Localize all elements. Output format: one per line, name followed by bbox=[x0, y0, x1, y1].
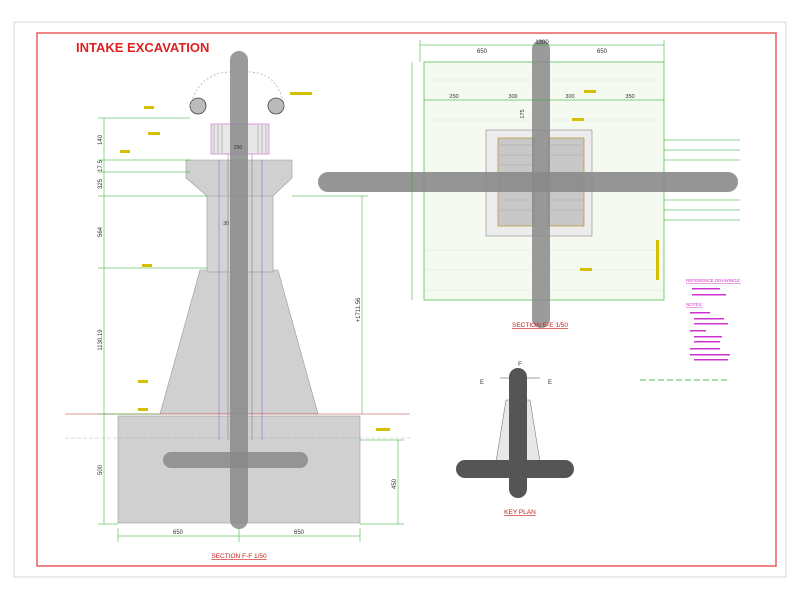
swing-arc bbox=[243, 71, 285, 107]
ee-callouts bbox=[572, 90, 659, 280]
pulley-left bbox=[189, 97, 207, 115]
dim-bottom-right: 650 bbox=[294, 530, 305, 536]
ee-dim-half-left: 650 bbox=[477, 49, 488, 55]
ee-dim-vertical: 175 bbox=[520, 109, 526, 118]
section-ff-label: SECTION F-F 1/50 bbox=[211, 553, 267, 560]
dim-left-4: 564 bbox=[98, 226, 104, 237]
dim-top-1: 250 bbox=[234, 145, 243, 151]
key-plan-vertical bbox=[509, 368, 527, 498]
reference-drawings-title: REFERENCE DRAWINGS: bbox=[686, 278, 741, 283]
ee-dim-lines bbox=[411, 40, 665, 300]
dim-bottom-left: 650 bbox=[173, 530, 184, 536]
ee-dim-mid-4: 350 bbox=[625, 94, 634, 100]
dim-left-3: 325 bbox=[98, 178, 104, 189]
key-plan-marker-right: E bbox=[548, 380, 552, 386]
key-plan-horizontal bbox=[456, 460, 574, 478]
section-ff: 140 17.5 325 564 1130.19 500 +1711.56 45… bbox=[65, 51, 410, 560]
bottom-dim-chain bbox=[117, 528, 361, 542]
section-ee-label: SECTION E-E 1/50 bbox=[512, 322, 568, 329]
left-dim-chain bbox=[98, 117, 207, 525]
vertical-sleeve bbox=[230, 51, 248, 529]
drawing-border bbox=[36, 32, 777, 567]
ee-horizontal-sleeve bbox=[318, 172, 738, 192]
ee-dim-mid-3: 300 bbox=[565, 94, 574, 100]
dim-right-total: +1711.56 bbox=[356, 297, 362, 322]
swing-arc bbox=[189, 71, 237, 107]
dim-left-6: 500 bbox=[98, 464, 104, 475]
reference-lines bbox=[692, 288, 726, 296]
ee-dim-mid-2: 300 bbox=[508, 94, 517, 100]
ee-dim-mid-1: 250 bbox=[449, 94, 458, 100]
dim-left-5: 1130.19 bbox=[98, 329, 104, 351]
dim-left-1: 140 bbox=[98, 134, 104, 145]
key-plan-label: KEY PLAN bbox=[504, 509, 536, 516]
key-plan: E E F KEY PLAN bbox=[456, 362, 574, 516]
section-ee: 1300 650 650 250 300 300 350 175 SECTION… bbox=[318, 40, 740, 329]
key-plan-marker-left: E bbox=[480, 380, 484, 386]
chamber-bars bbox=[500, 144, 582, 211]
notes-lines bbox=[690, 312, 730, 361]
right-dim-chain bbox=[292, 195, 404, 525]
horizontal-sleeve bbox=[163, 452, 308, 468]
dim-left-2: 17.5 bbox=[98, 160, 104, 172]
ee-dim-total: 1300 bbox=[535, 40, 549, 46]
outer-frame bbox=[13, 21, 787, 578]
rack-bars bbox=[213, 125, 267, 153]
notes-block: REFERENCE DRAWINGS: NOTES: bbox=[640, 278, 741, 381]
outlet-lines bbox=[664, 139, 740, 221]
notes-title: NOTES: bbox=[686, 302, 703, 307]
drawing-title: INTAKE EXCAVATION bbox=[76, 40, 209, 55]
ee-dim-half-right: 650 bbox=[597, 49, 608, 55]
dim-right-lower: 450 bbox=[392, 478, 398, 489]
ee-vertical-sleeve bbox=[532, 40, 550, 328]
dim-top-2: 30 bbox=[223, 221, 229, 227]
key-plan-marker-top: F bbox=[518, 362, 522, 368]
pulley-right bbox=[267, 97, 285, 115]
callout-marks bbox=[120, 92, 390, 431]
